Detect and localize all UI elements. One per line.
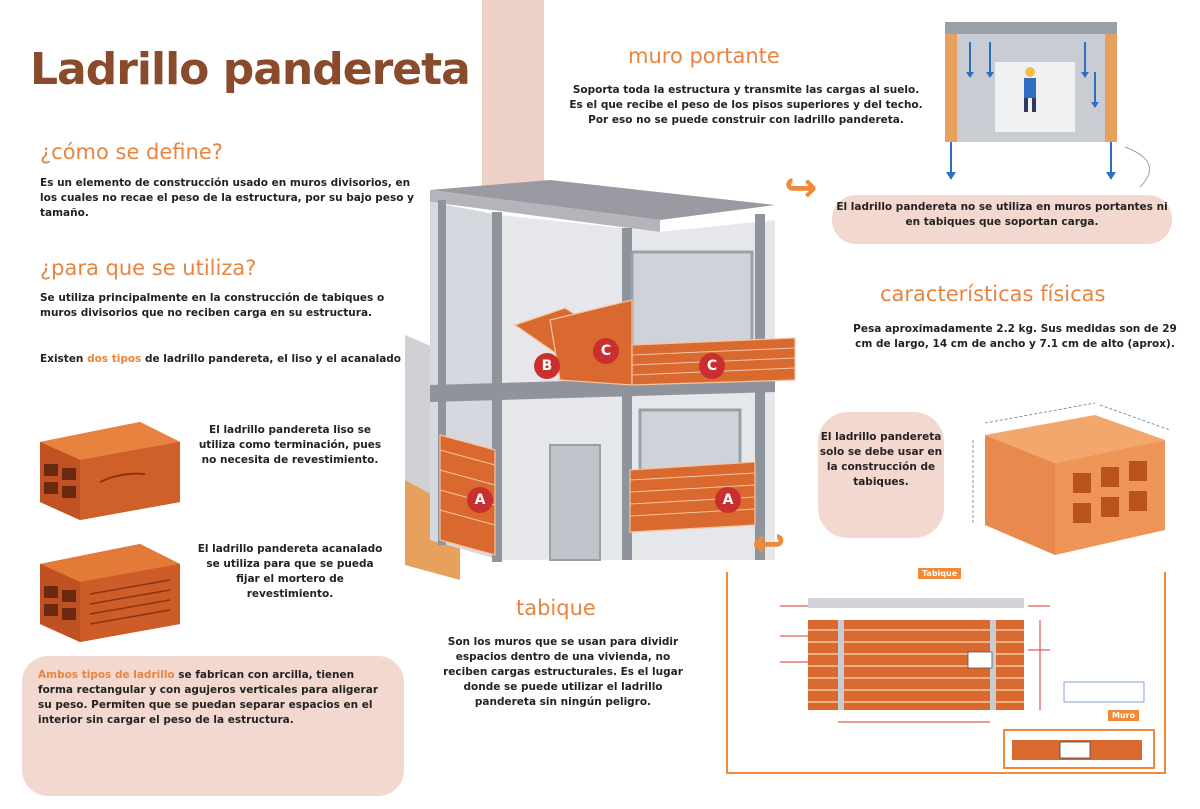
muro-heading: muro portante xyxy=(628,44,780,68)
define-heading: ¿cómo se define? xyxy=(40,140,223,164)
marker-c-left: C xyxy=(593,338,619,364)
smooth-brick-image xyxy=(30,412,190,522)
types-suffix: de ladrillo pandereta, el liso y el acan… xyxy=(144,353,402,365)
caract-note-box: El ladrillo pandereta solo se debe usar … xyxy=(818,412,944,538)
grooved-brick-image xyxy=(30,534,190,644)
tabique-tag: Tabique xyxy=(918,568,962,579)
marker-c-right: C xyxy=(699,353,725,379)
load-diagram xyxy=(935,12,1175,192)
types-sentence: Existen dos tipos de ladrillo pandereta,… xyxy=(40,352,412,367)
caract-text: Pesa aproximadamente 2.2 kg. Sus medidas… xyxy=(853,323,1177,350)
wall-technical-diagram: Tabique Muro xyxy=(726,568,1166,774)
grooved-brick-text: El ladrillo pandereta acanalado se utili… xyxy=(197,543,383,600)
curved-arrow-top: ↪ xyxy=(784,165,818,211)
page-title: Ladrillo pandereta xyxy=(30,44,471,95)
types-prefix: Existen xyxy=(40,353,84,365)
define-text: Es un elemento de construcción usado en … xyxy=(40,177,414,219)
brick-dimension-image xyxy=(965,395,1175,565)
muro-text: Soporta toda la estructura y transmite l… xyxy=(569,84,923,126)
smooth-brick-text: El ladrillo pandereta liso se utiliza co… xyxy=(198,424,382,466)
both-types-text: se fabrican con arcilla, tienen forma re… xyxy=(38,669,378,726)
decorative-band xyxy=(482,0,544,200)
tabique-text: Son los muros que se usan para dividir e… xyxy=(443,636,683,708)
caract-heading: características físicas xyxy=(880,282,1106,306)
muro-tag: Muro xyxy=(1108,710,1140,721)
both-types-box: Ambos tipos de ladrillo se fabrican con … xyxy=(22,656,404,796)
marker-b: B xyxy=(534,353,560,379)
building-illustration: B C C A A xyxy=(400,180,800,580)
muro-note-box: El ladrillo pandereta no se utiliza en m… xyxy=(832,195,1172,244)
curved-arrow-bottom: ↩ xyxy=(752,521,786,567)
tabique-heading: tabique xyxy=(516,596,596,620)
types-highlight: dos tipos xyxy=(87,353,142,365)
use-heading: ¿para que se utiliza? xyxy=(40,256,257,280)
marker-a-left: A xyxy=(467,487,493,513)
use-text: Se utiliza principalmente en la construc… xyxy=(40,292,385,319)
marker-a-right: A xyxy=(715,487,741,513)
both-types-highlight: Ambos tipos de ladrillo xyxy=(38,669,175,681)
